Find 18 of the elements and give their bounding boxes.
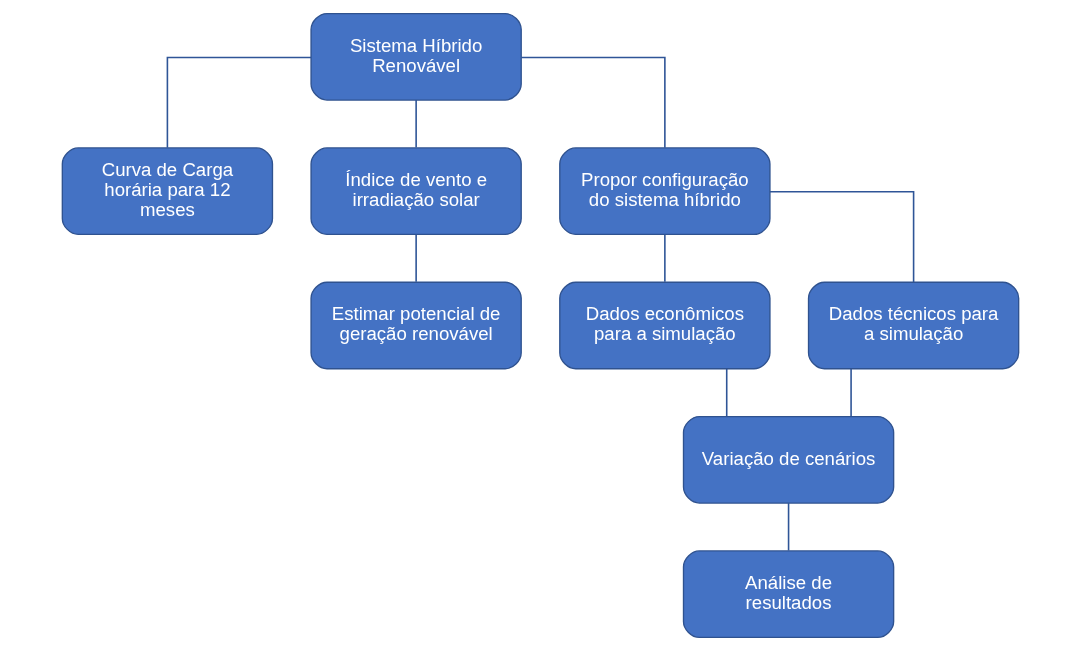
connector — [768, 191, 914, 283]
node-box: Propor configuração do sistema híbrido — [558, 147, 771, 236]
connector — [725, 367, 727, 417]
node-box: Análise de resultados — [682, 550, 894, 639]
node-box: Estimar potencial de geração renovável — [309, 281, 522, 370]
node-box: Dados econômicos para a simulação — [558, 281, 771, 370]
connector — [787, 502, 789, 552]
connector — [166, 56, 312, 149]
node-box: Sistema Híbrido Renovável — [309, 12, 522, 101]
connector — [414, 233, 417, 283]
connector — [849, 367, 852, 417]
node-box: Dados técnicos para a simulação — [807, 281, 1019, 370]
node-box: Índice de vento e irradiação solar — [309, 147, 522, 236]
connector — [414, 99, 417, 149]
connector — [519, 56, 666, 149]
node-box: Variação de cenários — [682, 415, 894, 504]
connector — [663, 233, 666, 283]
node-box: Curva de Carga horária para 12 meses — [61, 147, 273, 236]
